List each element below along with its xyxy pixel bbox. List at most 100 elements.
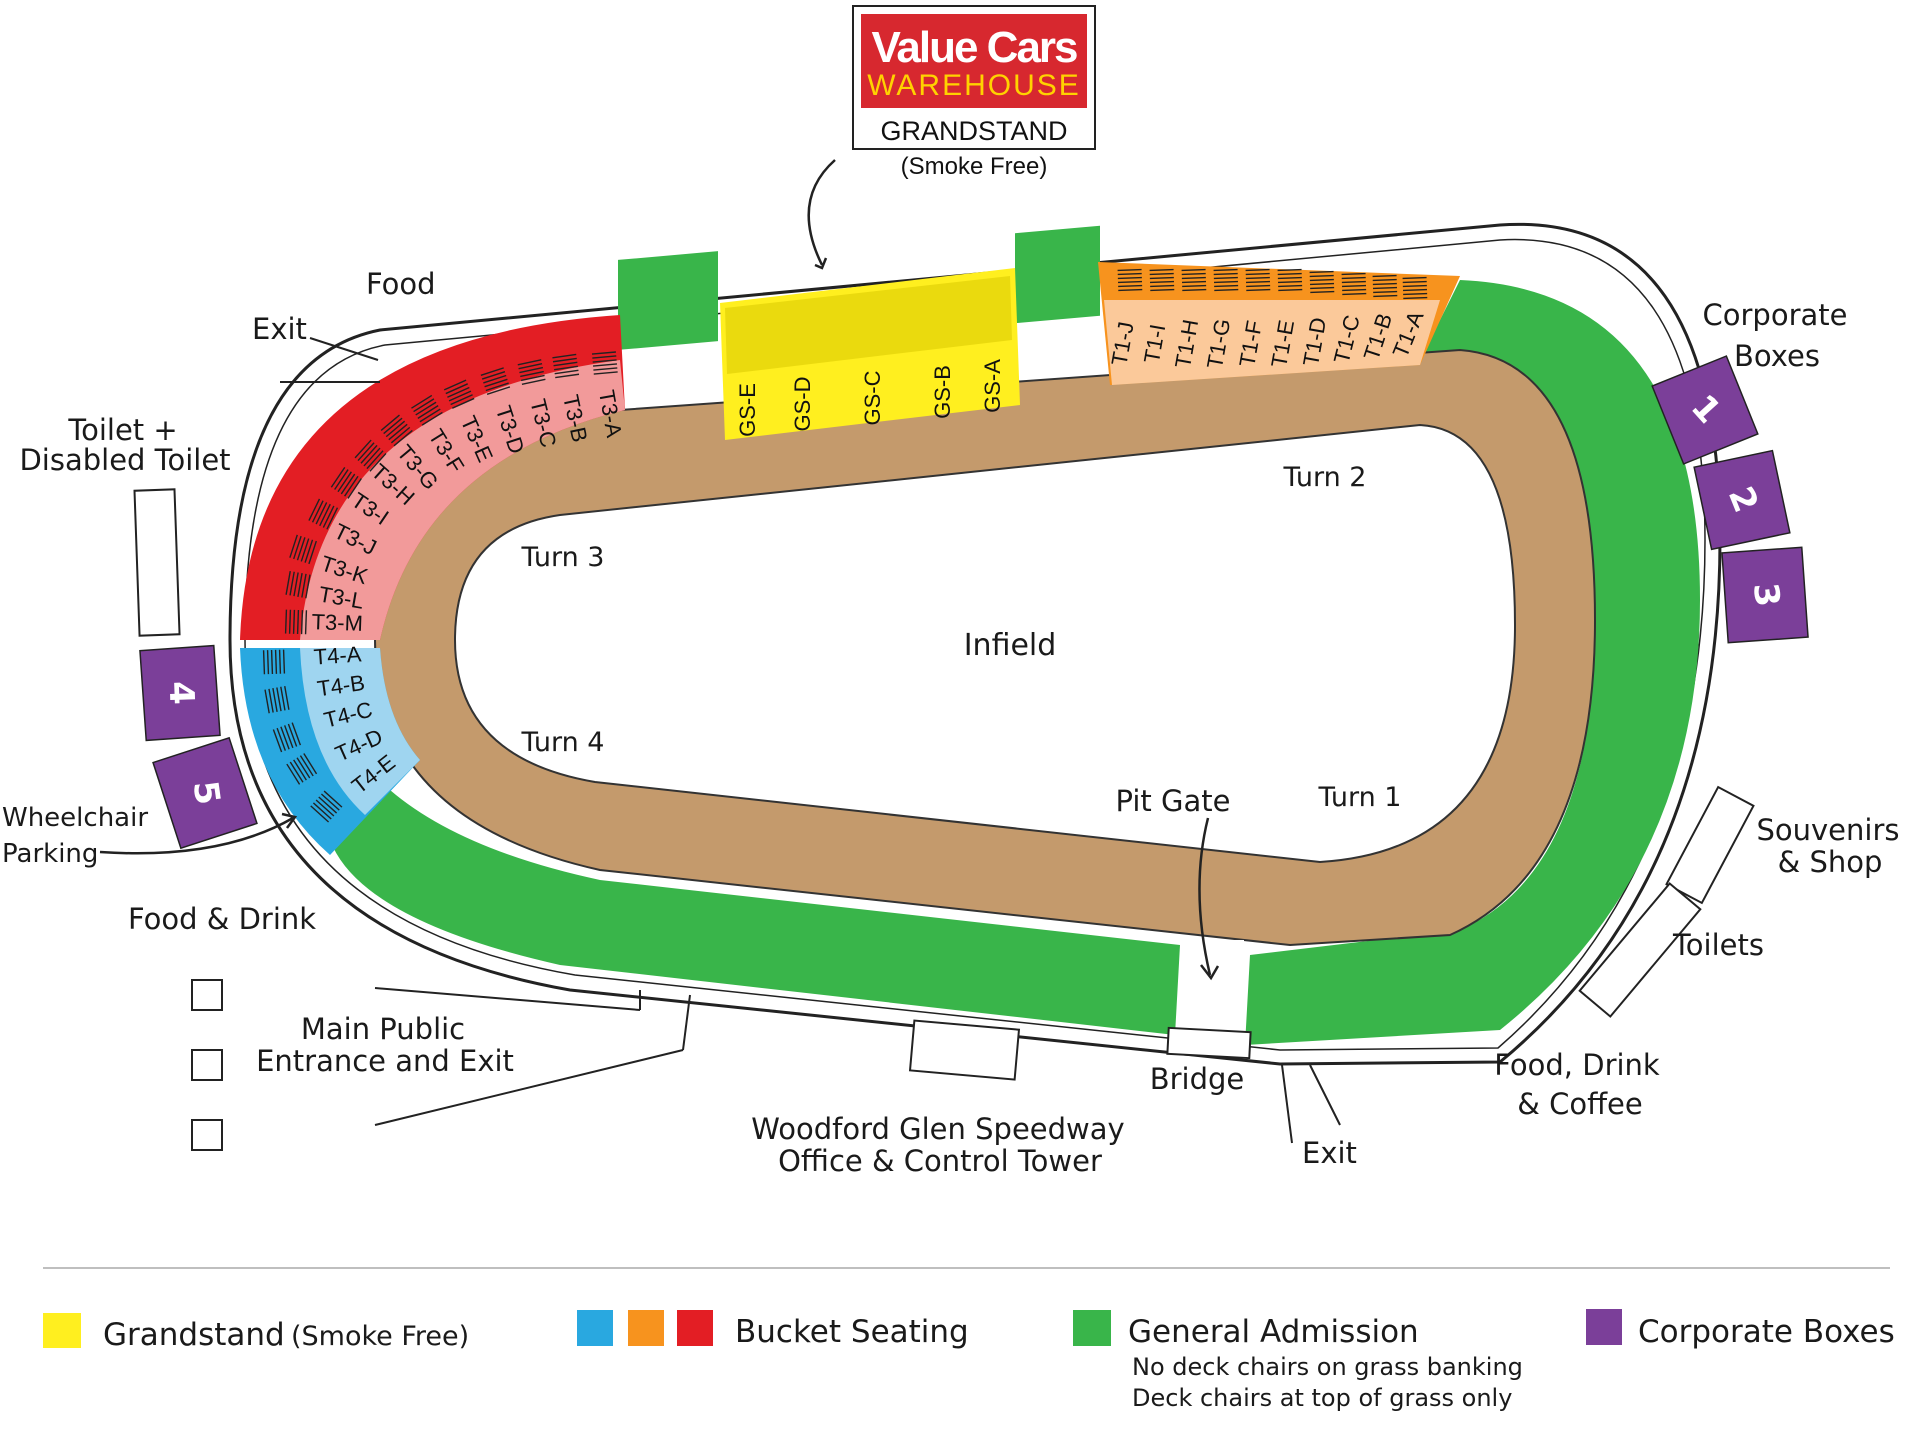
legend-swatch-bucket-red (677, 1310, 713, 1346)
grandstand-note: (Smoke Free) (901, 153, 1048, 180)
seat-rows-t3-k (289, 534, 317, 565)
legend-bucket-label: Bucket Seating (735, 1314, 969, 1350)
toilets-building (1578, 882, 1702, 1018)
label-main-entrance-2: Entrance and Exit (256, 1044, 514, 1078)
legend: Grandstand (Smoke Free) Bucket Seating G… (43, 1309, 1895, 1412)
corporate-box-2[interactable]: 2 (1693, 449, 1791, 551)
svg-text:WAREHOUSE: WAREHOUSE (867, 69, 1081, 102)
seat-rows-t1-b (1372, 274, 1398, 298)
label-bridge: Bridge (1150, 1062, 1245, 1096)
label-corporate-2: Boxes (1734, 339, 1820, 373)
infield (453, 423, 1517, 864)
label-turn1: Turn 1 (1317, 782, 1401, 813)
seat-rows-t4-e (310, 790, 343, 823)
legend-general-note1: No deck chairs on grass banking (1132, 1353, 1523, 1381)
legend-grandstand-note: (Smoke Free) (291, 1321, 469, 1352)
seat-rows-t1-f (1245, 268, 1271, 292)
seat-rows-t4-c (272, 722, 302, 753)
general-admission-area-north-2[interactable] (1015, 225, 1100, 324)
toilet-building (133, 488, 181, 637)
seat-rows-t4-d (286, 753, 318, 785)
label-souvenirs-1: Souvenirs (1756, 813, 1899, 847)
label-food: Food (366, 267, 436, 301)
seat-rows-t4-a (262, 649, 286, 675)
general-admission-area-north-1[interactable] (618, 251, 718, 350)
seat-rows-t1-i (1149, 268, 1175, 292)
seat-rows-t3-h (354, 439, 387, 472)
legend-swatch-corporate (1586, 1309, 1622, 1345)
food-drink-stall-3 (191, 1119, 223, 1151)
seat-rows-t3-i (330, 466, 362, 499)
legend-general-note2: Deck chairs at top of grass only (1132, 1384, 1512, 1412)
label-wheelchair-1: Wheelchair (2, 803, 148, 833)
seat-rows-t1-a (1402, 276, 1428, 300)
seat-rows-t1-c (1341, 272, 1367, 296)
label-main-entrance-1: Main Public (301, 1012, 465, 1046)
section-gs-c: GS-C (860, 370, 885, 425)
label-infield: Infield (964, 628, 1057, 663)
connector-lines (280, 337, 1341, 1144)
grandstand-title: GRANDSTAND (880, 116, 1067, 146)
label-corporate-1: Corporate (1703, 298, 1848, 332)
legend-swatch-bucket-orange (628, 1310, 664, 1346)
seat-rows-t3-f (411, 394, 443, 426)
seat-rows-t3-c (517, 359, 546, 386)
legend-corporate-label: Corporate Boxes (1638, 1314, 1895, 1350)
label-office-2: Office & Control Tower (778, 1144, 1102, 1178)
seat-rows-t1-h (1181, 268, 1207, 292)
label-souvenirs-2: & Shop (1778, 845, 1883, 879)
turn3-bucket-seating: T3-AT3-BT3-CT3-DT3-ET3-FT3-GT3-HT3-IT3-J… (240, 315, 627, 640)
seat-rows-t3-d (480, 367, 511, 395)
seat-rows-t3-a (591, 351, 618, 375)
seat-rows-t3-j (308, 498, 339, 530)
label-office-1: Woodford Glen Speedway (751, 1112, 1124, 1146)
map-labels: Food Exit Toilet + Disabled Toilet Wheel… (2, 267, 1900, 1178)
corporate-boxes: 1 2 3 4 5 (139, 355, 1809, 850)
food-drink-stall-1 (191, 979, 223, 1011)
label-turn2: Turn 2 (1282, 462, 1366, 493)
general-admission-area-south[interactable] (330, 790, 1180, 1035)
label-turn3: Turn 3 (520, 542, 604, 573)
label-food-drink: Food & Drink (128, 902, 316, 936)
seat-rows-t3-g (380, 414, 413, 447)
grandstand-sponsor-sign: Value Cars WAREHOUSE GRANDSTAND (852, 5, 1096, 150)
svg-text:5: 5 (185, 778, 228, 807)
legend-grandstand-label: Grandstand (103, 1317, 285, 1353)
seat-rows-t4-b (264, 685, 290, 714)
sponsor-logo (861, 14, 1087, 108)
label-food-coffee-2: & Coffee (1517, 1087, 1643, 1121)
section-gs-e: GS-E (735, 383, 760, 437)
section-gs-d: GS-D (790, 377, 815, 432)
corporate-box-3[interactable]: 3 (1721, 546, 1809, 644)
seat-rows-t3-l (285, 570, 311, 599)
arrows (99, 159, 1220, 981)
venue-outer-wall (228, 222, 1722, 1066)
label-toilets: Toilets (1672, 928, 1764, 962)
office-building (908, 1019, 1021, 1081)
section-t4-a: T4-A (313, 641, 363, 669)
label-turn4: Turn 4 (520, 727, 604, 758)
general-admission-area[interactable] (1245, 280, 1700, 1045)
svg-text:4: 4 (161, 680, 202, 705)
label-exit-bottom: Exit (1302, 1136, 1357, 1170)
souvenirs-shop-building (1665, 785, 1755, 905)
section-t3-m: T3-M (311, 609, 363, 636)
seat-rows-t3-m (284, 609, 308, 635)
food-drink-stall-2 (191, 1049, 223, 1081)
label-food-coffee-1: Food, Drink (1494, 1048, 1660, 1082)
corporate-box-1[interactable]: 1 (1651, 355, 1759, 465)
seat-rows-t1-d (1309, 270, 1335, 294)
label-exit-top: Exit (252, 312, 307, 346)
seat-rows-t1-g (1213, 268, 1239, 292)
turn4-bucket-seating: T4-AT4-BT4-CT4-DT4-E (240, 641, 420, 855)
seat-rows-t3-b (552, 353, 580, 379)
svg-text:3: 3 (1745, 581, 1787, 609)
corporate-box-4[interactable]: 4 (139, 644, 221, 742)
label-toilet-1: Toilet + (67, 413, 177, 447)
corporate-box-5[interactable]: 5 (152, 736, 258, 850)
svg-text:Value Cars: Value Cars (871, 23, 1077, 72)
seat-rows-t3-e (443, 379, 475, 409)
